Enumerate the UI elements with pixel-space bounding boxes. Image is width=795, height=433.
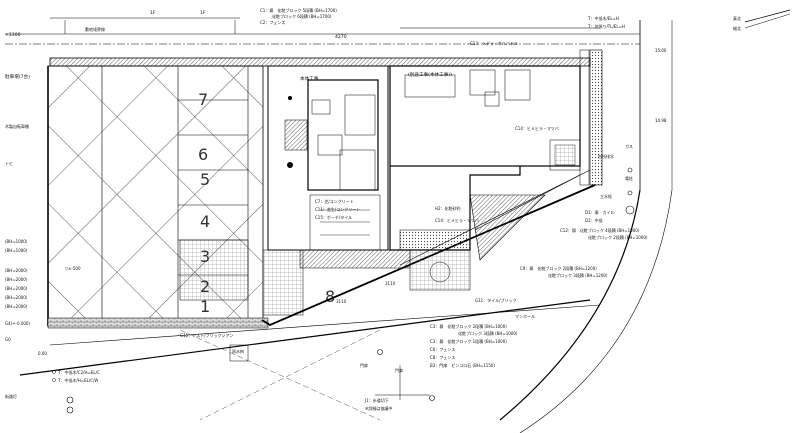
legend-d1: D1：塀 カイル [585,209,615,215]
label-c14: C14：ヒメヒラ・マツバ [515,125,559,131]
true-north-label: 真北 [733,15,741,21]
left-dim-3: (BH=2000) [5,277,28,282]
legend-manhole: マンホール [515,314,535,319]
legend-post: 立水栓 [600,193,612,199]
stall-7: 7 [198,90,208,109]
bottom-gate-left: 門扉 [360,362,368,368]
legend-c2: C2：フェンス [260,20,285,25]
legend-c13: C13：ヘデラ・サルバドル [470,40,518,46]
main-building: 本体工事 [267,65,389,251]
dim-left: +1300 [5,32,21,38]
legend-c9b: 化粧ブロック 3段積 (BH=1200) [548,272,608,278]
dim-3110b: 3110 [385,281,396,286]
bottom-dim: 0.00 [38,351,47,356]
legend-b3: B3：門扉 ピンコロ石 (BH=1150) [430,362,495,368]
left-dim-6: (BH=2000) [5,304,28,309]
north-arrow: 真北 磁北 [733,9,791,31]
stall-4: 4 [200,212,210,231]
left-note-2: T：中低木/H=EL/C/W [57,377,98,383]
left-dim-4: (BH=2000) [5,286,28,291]
left-item2: トビ [5,160,13,166]
top-right-2: T：芝張り/TL/EL=H [587,23,625,29]
top-right-1: T：中低木/EL=H [587,15,619,21]
legend-c3b: 化粧ブロック 3段積 (BH=1000) [458,330,518,336]
stall-3: 3 [200,247,210,266]
spot-8: 8 [325,287,335,306]
floor-right: 1F [200,10,206,16]
label-g15: G15：ミスト/ブリックシアン [180,332,233,338]
dim-mid: 4270 [335,34,347,40]
label-c11: C11：芝生/コンクリート [315,206,360,212]
label-c15: C15：ポーチ/タイル [315,214,352,220]
legend-c9: C9：塀 化粧ブロック 2段積 (BH=1200) [520,265,597,271]
legend-pole: 電柱 [625,175,633,181]
parking-label: 駐車場(7台) [5,73,30,80]
center-labels: C7：芝/コンクリート C11：芝生/コンクリート C15：ポーチ/タイル C1… [180,125,559,338]
legend-top-item: 台所排水 [598,153,614,159]
stall-2: 2 [200,277,210,296]
legend-c3c: C3：塀 化粧ブロック 1段積 (BH=1000) [430,338,507,344]
stall-6: 6 [198,145,208,164]
left-dim-5: (BH=2000) [5,295,28,300]
left-label-d: G0 [5,337,11,342]
bottom-lamp: 街路灯 [5,393,17,399]
bottom-sign: J1：歩道切下 [364,397,389,403]
left-labels: 駐車場(7台) 木製自転車棚 トビ (BH=1000) (BH=1000) (B… [5,73,100,383]
label-g11: G11：タイル/ブリック [475,297,517,303]
road-name: 敷地境界線 [85,26,105,32]
building-other-label: (別途工事(本体工事)) [408,71,452,78]
curved-road [499,20,673,433]
stall-numbers: 7 6 5 4 3 2 1 8 [198,90,335,316]
legend-c12: C12：塀 化粧ブロック 4段積 (BH=1000) [560,227,640,233]
legend-c1b: 化粧ブロック 6段積 (BH=1700) [272,13,332,19]
left-dim-2: (BH=2000) [5,268,28,273]
top-boundary [5,17,640,67]
diagonal-road [19,169,601,421]
legend-d2: D2：中低 [585,217,603,223]
label-c7: C7：芝/コンクリート [315,198,354,204]
legend-c1: C1：塀 化粧ブロック 5段積 (BH=1700) [260,7,337,13]
legend-c3: C3：塀 化粧ブロック 2段積 (BH=1000) [430,323,507,329]
left-dim-1: (BH=1000) [5,248,28,253]
stall-5: 5 [200,170,210,189]
label-h2: H2：化粧砂利 [435,205,461,211]
legend-gas: ガス [625,143,633,149]
magnetic-north-label: 磁北 [733,25,741,31]
bottom-gate-right: 門扉 [395,367,403,373]
left-label-a: ▽±-500 [65,266,81,271]
dim-3110: 3110 [336,299,347,304]
parking-area [47,65,304,329]
bottom-drain: 雨水桝 [232,348,244,354]
right-legend: D1：塀 カイル D2：中低 C12：塀 化粧ブロック 4段積 (BH=1000… [430,143,648,368]
stall-1: 1 [200,297,210,316]
right-strip [549,49,603,186]
left-item1: 木製自転車棚 [5,123,29,129]
legend-c12b: 化粧ブロック 2段積 (BH=1000) [588,234,648,240]
label-c14b: C14：ヒメヒラ・マツバ [435,217,479,223]
legend-c6: C6：フェンス [430,347,455,352]
building-main-label: 本体工事 [300,75,319,82]
dim-right: 15.00 [655,48,667,53]
top-labels: +1300 1F 1F 4270 敷地境界線 C1：塀 化粧ブロック 5段積 (… [5,7,667,123]
bottom-labels: 雨水桝 J1：歩道切下 ※詳細は協議中 街路灯 門扉 門扉 0.00 [5,344,435,414]
left-label-b: G4(+-0.000) [5,321,30,326]
dim-right2: 14.98 [655,118,667,123]
left-dim-0: (BH=1000) [5,239,28,244]
floor-left: 1F [150,10,156,16]
left-note-1: T：中低木/C2/H=EL/C [57,369,100,375]
bottom-sign-b: ※詳細は協議中 [365,405,392,411]
legend-c8: C8：フェンス [430,355,455,360]
